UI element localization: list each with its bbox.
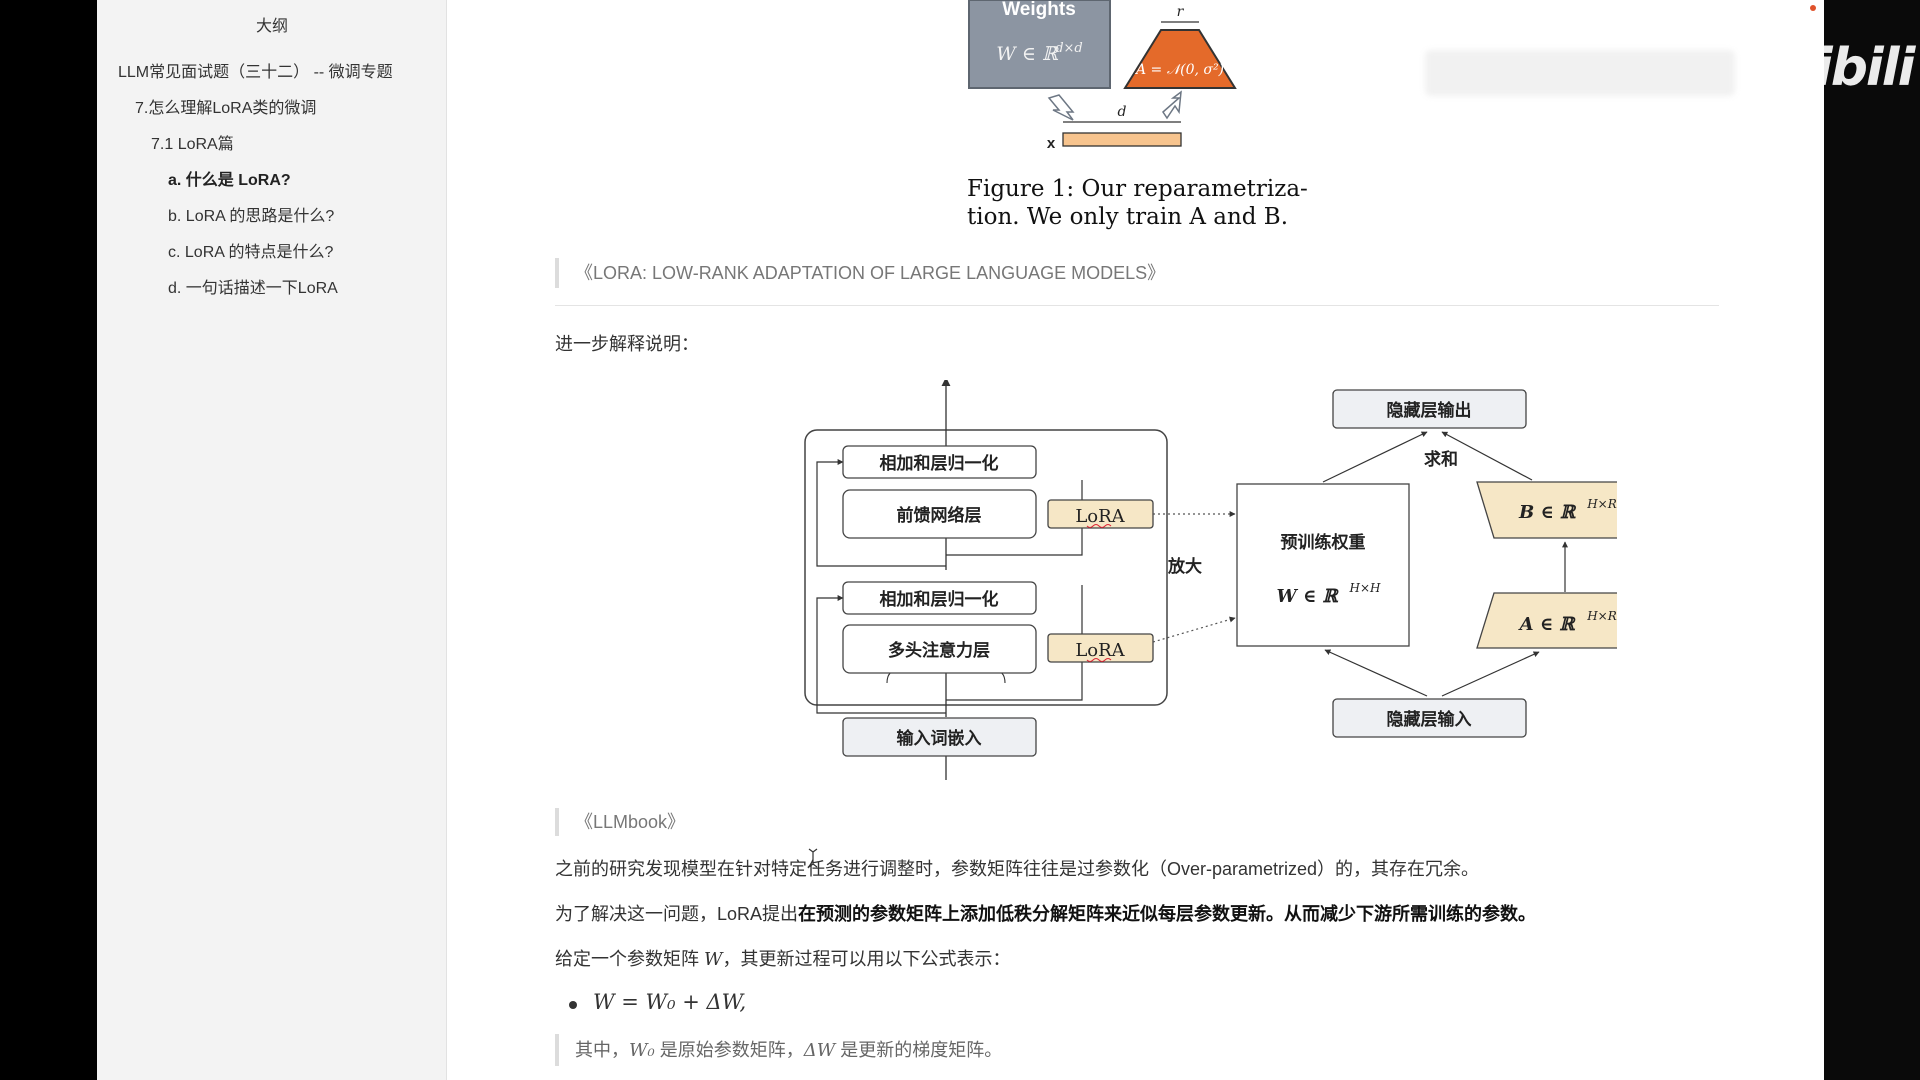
quote-formula-pre: 其中， <box>575 1040 629 1060</box>
figure-1-caption-line-2: tion. We only train A and B. <box>967 204 1288 230</box>
spellcheck-underline-bottom <box>1086 658 1112 662</box>
figure-1-caption-line-1: Figure 1: Our reparametriza- <box>967 176 1308 202</box>
add-norm-top-box <box>842 445 1037 479</box>
pretrained-weights-label: 预训练权重 <box>1281 532 1366 553</box>
add-norm-top-label: 相加和层归一化 <box>880 453 999 474</box>
outline-item-lora-features[interactable]: c. LoRA 的特点是什么? <box>168 244 334 261</box>
input-embedding-label: 输入词嵌入 <box>897 728 982 749</box>
sum-label: 求和 <box>1424 449 1458 470</box>
bullet-dot <box>569 1001 577 1009</box>
weights-box <box>968 0 1111 89</box>
matrix-a-formula: A = 𝒩(0, σ²) <box>1134 62 1224 78</box>
formula-weight-update: W = W₀ + ΔW, <box>593 990 747 1014</box>
outline-item-h3[interactable]: 7.1 LoRA篇 <box>151 136 234 153</box>
d-label: d <box>1118 104 1127 120</box>
figure-2-lora-transformer: 相加和层归一化 前馈网络层 LoRA 相加和层归一化 多头注意力层 LoRA <box>804 380 1617 780</box>
quote-formula-var1: W₀ <box>629 1040 655 1061</box>
quote-formula-explanation: 其中，W₀ 是原始参数矩阵，ΔW 是更新的梯度矩阵。 <box>555 1034 1002 1066</box>
add-norm-bottom-label: 相加和层归一化 <box>880 589 999 610</box>
arrow-to-weights <box>1047 94 1075 121</box>
spellcheck-underline-top <box>1086 524 1112 528</box>
paragraph-update-formula-intro: 给定一个参数矩阵 W，其更新过程可以用以下公式表示： <box>555 945 1011 971</box>
quote-lora-paper: 《LORA: LOW-RANK ADAPTATION OF LARGE LANG… <box>555 258 1165 288</box>
document-content: Weights W ∈ ℝ d×d r A = 𝒩(0, σ²) d x Fig… <box>447 0 1824 1080</box>
add-norm-bottom-box <box>842 581 1037 615</box>
matrix-a-formula-2: A ∈ ℝ <box>1518 614 1577 635</box>
residual-attention <box>816 595 946 714</box>
ffn-label: 前馈网络层 <box>897 505 982 526</box>
quote-formula-post: 是更新的梯度矩阵。 <box>835 1040 1003 1060</box>
lora-top-label: LoRA <box>1075 506 1125 527</box>
quote-formula-mid: 是原始参数矩阵， <box>654 1040 804 1060</box>
weights-label: Weights <box>1002 0 1076 20</box>
horizontal-rule <box>555 305 1719 306</box>
lora-bottom-label: LoRA <box>1075 640 1125 661</box>
amplify-label: 放大 <box>1167 556 1202 577</box>
input-x-vector <box>1062 132 1182 147</box>
ffn-box <box>842 489 1037 539</box>
paragraph-lora-proposal-bold: 在预测的参数矩阵上添加低秩分解矩阵来近似每层参数更新。从而减少下游所需训练的参数… <box>798 904 1537 924</box>
residual-ffn <box>816 459 946 567</box>
pretrained-weights-sup: H×H <box>1349 581 1382 595</box>
text-cursor-icon <box>808 848 818 868</box>
x-label: x <box>1047 135 1056 152</box>
arrow-input-to-a <box>1441 651 1540 697</box>
outline-item-what-is-lora[interactable]: a. 什么是 LoRA? <box>168 172 291 189</box>
matrix-a-trapezoid-2 <box>1476 592 1617 649</box>
hidden-output-box <box>1332 389 1527 429</box>
matrix-b-formula: B ∈ ℝ <box>1518 502 1577 523</box>
pretrained-weights-formula: W ∈ ℝ <box>1276 586 1339 607</box>
notification-dot <box>1810 5 1816 11</box>
paragraph-update-post: ，其更新过程可以用以下公式表示： <box>722 949 1011 969</box>
outline-title: 大纲 <box>255 18 288 35</box>
mha-box <box>842 624 1037 674</box>
pretrained-weights-box <box>1236 483 1410 647</box>
markdown-editor-window: 大纲 LLM常见面试题（三十二） -- 微调专题 7.怎么理解LoRA类的微调 … <box>97 0 1824 1080</box>
figure-1-reparametrization: Weights W ∈ ℝ d×d r A = 𝒩(0, σ²) d x Fig… <box>967 0 1308 230</box>
hidden-output-label: 隐藏层输出 <box>1387 400 1472 421</box>
paragraph-update-pre: 给定一个参数矩阵 <box>555 949 699 969</box>
paragraph-lora-proposal-plain: 为了解决这一问题，LoRA提出 <box>555 904 799 924</box>
right-dark-margin <box>1824 0 1920 1080</box>
outline-sidebar: 大纲 LLM常见面试题（三十二） -- 微调专题 7.怎么理解LoRA类的微调 … <box>97 0 447 1080</box>
weights-formula: W ∈ ℝ <box>996 43 1059 65</box>
hidden-input-label: 隐藏层输入 <box>1387 709 1472 730</box>
quote-lora-paper-text: 《LORA: LOW-RANK ADAPTATION OF LARGE LANG… <box>575 263 1166 283</box>
matrix-b-sup: H×R <box>1586 497 1617 511</box>
amplify-line-bottom <box>1152 616 1236 643</box>
matrix-a-sup-2: H×R <box>1586 609 1617 623</box>
weights-formula-sup: d×d <box>1055 41 1083 56</box>
intro-text: 进一步解释说明： <box>555 334 699 354</box>
quote-llmbook: 《LLMbook》 <box>555 808 685 836</box>
paragraph-lora-proposal: 为了解决这一问题，LoRA提出在预测的参数矩阵上添加低秩分解矩阵来近似每层参数更… <box>555 900 1536 926</box>
bilibili-watermark-logo: bilibili <box>1748 38 1915 98</box>
outline-item-h2[interactable]: 7.怎么理解LoRA类的微调 <box>135 100 317 117</box>
outline-item-lora-summary[interactable]: d. 一句话描述一下LoRA <box>168 280 338 297</box>
outline-item-h1[interactable]: LLM常见面试题（三十二） -- 微调专题 <box>118 64 393 81</box>
mha-label: 多头注意力层 <box>888 640 990 661</box>
paragraph-overparametrized: 之前的研究发现模型在针对特定任务进行调整时，参数矩阵往往是过参数化（Over-p… <box>555 859 1480 879</box>
arrow-input-to-w <box>1324 649 1428 697</box>
quote-llmbook-text: 《LLMbook》 <box>575 812 686 832</box>
matrix-b-trapezoid <box>1476 481 1617 539</box>
arrow-w-to-output <box>1322 431 1428 483</box>
quote-formula-var2: ΔW <box>803 1040 836 1061</box>
arrow-to-a <box>1162 90 1182 120</box>
blurred-watermark <box>1425 50 1735 96</box>
lora-bottom-box <box>1047 633 1154 663</box>
outline-item-lora-idea[interactable]: b. LoRA 的思路是什么? <box>168 208 335 225</box>
matrix-a-trapezoid <box>1123 29 1237 89</box>
arrow-b-to-output <box>1441 431 1533 481</box>
hidden-input-box <box>1332 698 1527 738</box>
r-label: r <box>1177 4 1185 20</box>
paragraph-update-var: W <box>704 949 723 970</box>
input-embedding-box <box>842 717 1037 757</box>
